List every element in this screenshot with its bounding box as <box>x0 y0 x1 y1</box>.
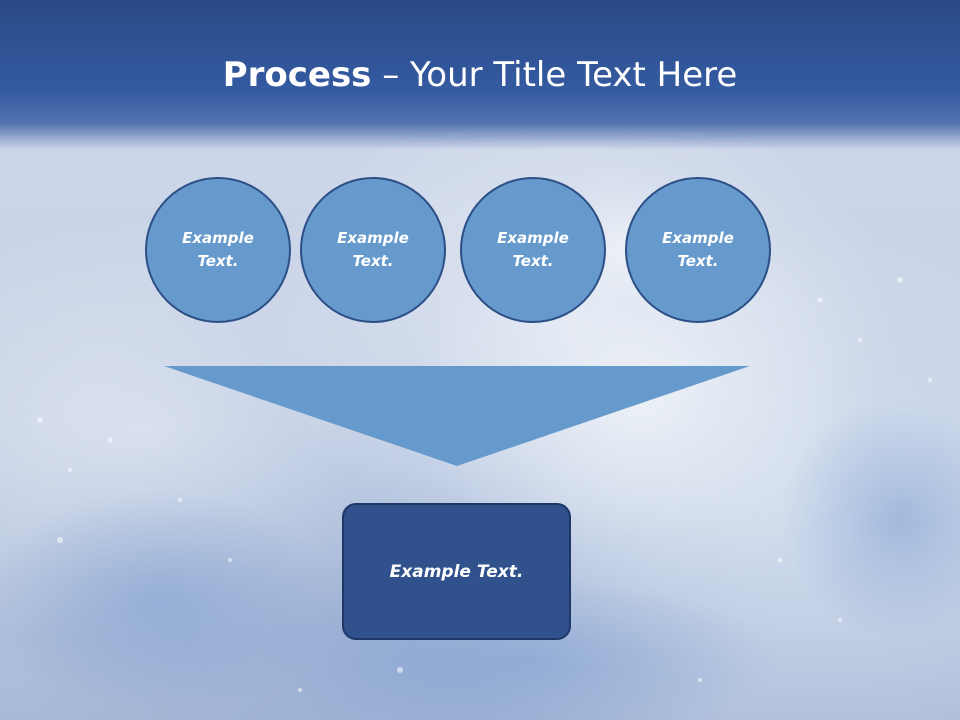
process-step-label: Example Text. <box>497 229 569 270</box>
title-band <box>0 0 960 150</box>
title-bold: Process <box>222 55 372 95</box>
process-step-4: Example Text. <box>625 177 771 323</box>
result-box: Example Text. <box>342 503 571 640</box>
result-label: Example Text. <box>389 561 524 582</box>
process-step-2: Example Text. <box>300 177 446 323</box>
title-rest: – Your Title Text Here <box>371 55 738 95</box>
process-step-label: Example Text. <box>182 229 254 270</box>
process-step-label: Example Text. <box>337 229 409 270</box>
funnel-shape <box>164 366 750 466</box>
funnel-arrow <box>164 366 750 466</box>
process-step-label: Example Text. <box>662 229 734 270</box>
slide-title: Process – Your Title Text Here <box>0 52 960 98</box>
process-step-3: Example Text. <box>460 177 606 323</box>
process-step-1: Example Text. <box>145 177 291 323</box>
